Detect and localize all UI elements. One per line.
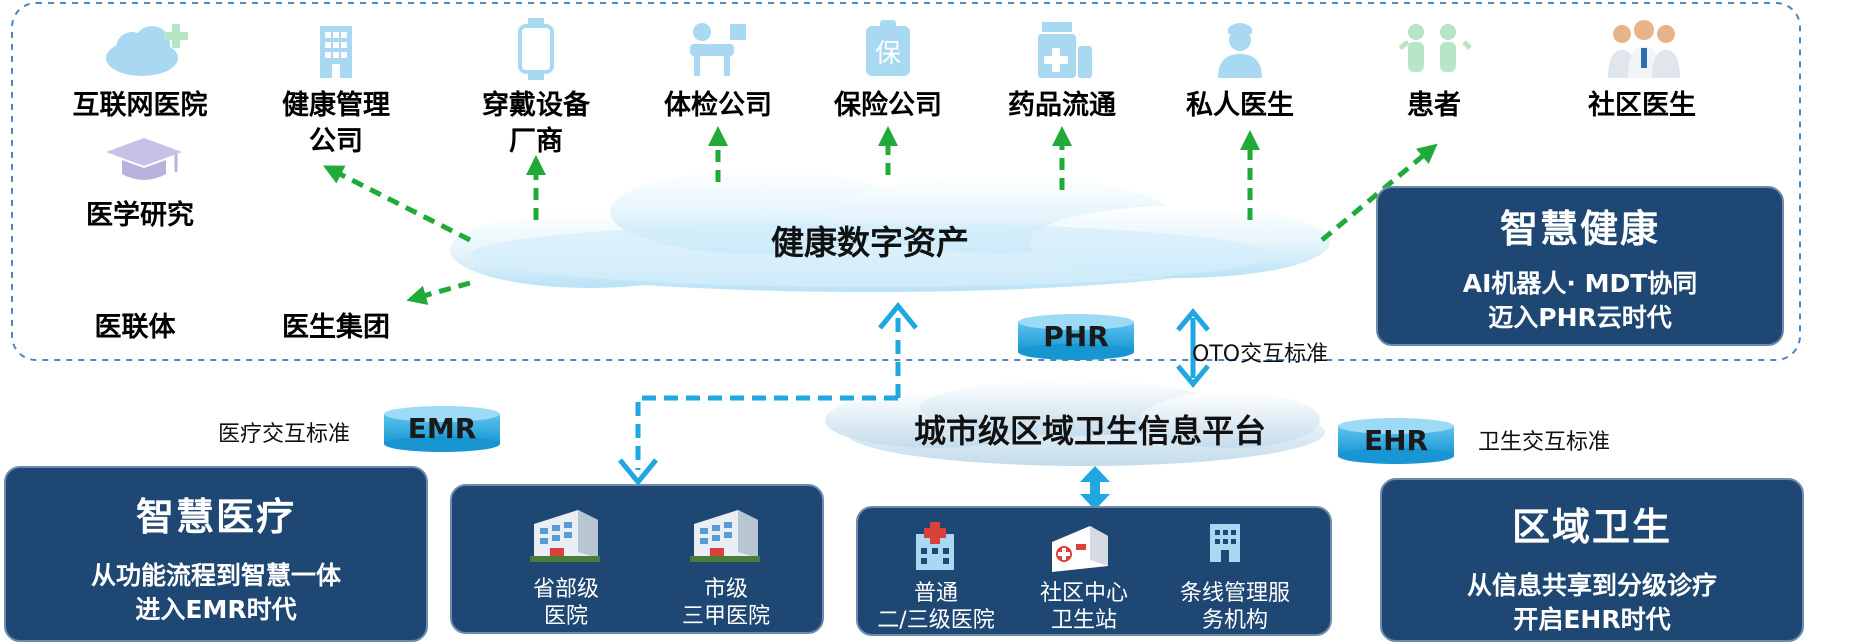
partner-label: 健康管理 公司 [282, 90, 390, 157]
cyan-connectors [635, 318, 901, 470]
partner-label: 私人医生 [1186, 90, 1294, 121]
doctor-group-label: 医生集团 [282, 312, 390, 343]
insurance-icon: 保 [850, 18, 926, 80]
hospital-building-icon [686, 506, 766, 568]
phr-cylinder [1018, 314, 1134, 360]
ehr-label: EHR [1363, 424, 1429, 457]
partner-label: 药品流通 [1008, 90, 1116, 121]
box-title: 智慧医疗 [135, 495, 296, 539]
hospital-label: 市级 三甲医院 [681, 577, 770, 629]
box-title: 智慧健康 [1499, 207, 1660, 251]
community-doctors-icon [1604, 18, 1680, 80]
facility-label: 条线管理服 务机构 [1179, 581, 1290, 633]
platform-double-arrow [1080, 466, 1110, 510]
medical-standard-label: 医疗交互标准 [218, 422, 351, 447]
health-standard-label: 卫生交互标准 [1478, 430, 1611, 455]
box-subtitle: 从信息共享到分级诊疗 开启EHR时代 [1466, 571, 1717, 634]
oto-double-arrow [1176, 308, 1210, 388]
hospital-building-icon [526, 506, 606, 568]
medicine-icon [1024, 18, 1100, 80]
patients-icon [1396, 18, 1472, 80]
cloud-medical-icon [102, 18, 188, 80]
partner-label: 患者 [1407, 90, 1461, 121]
partner-wearables: 穿戴设备 厂商 [456, 18, 616, 160]
phr-label: PHR [1043, 320, 1109, 353]
facility-label: 普通 二/三级医院 [877, 581, 995, 633]
partner-label: 穿戴设备 厂商 [482, 90, 590, 157]
partner-label: 社区医生 [1588, 90, 1696, 121]
arrow-down-hospital [618, 458, 658, 486]
partner-physical-exam: 体检公司 [638, 18, 798, 124]
facility-label: 社区中心 卫生站 [1039, 581, 1128, 633]
partner-community-doctors: 社区医生 [1562, 18, 1722, 124]
clinic-icon [1046, 520, 1112, 578]
hospital-label: 省部级 医院 [532, 577, 599, 629]
partner-internet-hospital: 互联网医院 [60, 18, 220, 124]
medical-alliance-label: 医联体 [94, 312, 176, 343]
regional-health-box: 区域卫生 从信息共享到分级诊疗 开启EHR时代 [1380, 478, 1804, 642]
svg-text:保: 保 [875, 39, 901, 69]
oto-standard-label: OTO交互标准 [1192, 342, 1329, 367]
partner-patients: 患者 [1354, 18, 1514, 124]
smart-health-box: 智慧健康 AI机器人· MDT协同 迈入PHR云时代 [1376, 186, 1784, 346]
partner-health-management: 健康管理 公司 [256, 18, 416, 160]
box-title: 区域卫生 [1511, 505, 1672, 549]
smartwatch-icon [498, 18, 574, 80]
green-arrows [323, 126, 1438, 305]
health-assets-text: 健康数字资产 [771, 223, 969, 262]
partner-medicine: 药品流通 [982, 18, 1142, 124]
hospitals-box [450, 484, 824, 634]
partner-label: 体检公司 [664, 90, 772, 121]
partner-private-doctor: 私人医生 [1160, 18, 1320, 124]
platform-text: 城市级区域卫生信息平台 [913, 412, 1266, 450]
emr-label: EMR [407, 412, 477, 445]
arrow-up-cloud [878, 302, 918, 330]
box-subtitle: 从功能流程到智慧一体 进入EMR时代 [90, 561, 341, 624]
health-assets-cloud [450, 170, 1330, 292]
building-icon [298, 18, 374, 80]
ehr-cylinder [1338, 418, 1454, 464]
platform-cloud [825, 380, 1325, 466]
partner-label: 互联网医院 [72, 90, 208, 121]
hospital-icon [910, 520, 960, 574]
partner-label: 保险公司 [834, 90, 942, 121]
physical-exam-icon [680, 18, 756, 80]
smart-medical-box: 智慧医疗 从功能流程到智慧一体 进入EMR时代 [4, 466, 428, 642]
emr-cylinder [384, 406, 500, 452]
box-subtitle: AI机器人· MDT协同 迈入PHR云时代 [1462, 269, 1698, 332]
top-dashed-frame [11, 2, 1801, 361]
partner-insurance: 保 保险公司 [808, 18, 968, 124]
doctor-icon [1202, 18, 1278, 80]
medical-research-label: 医学研究 [86, 200, 194, 231]
office-icon [1202, 518, 1248, 568]
graduation-cap-icon [104, 132, 184, 188]
